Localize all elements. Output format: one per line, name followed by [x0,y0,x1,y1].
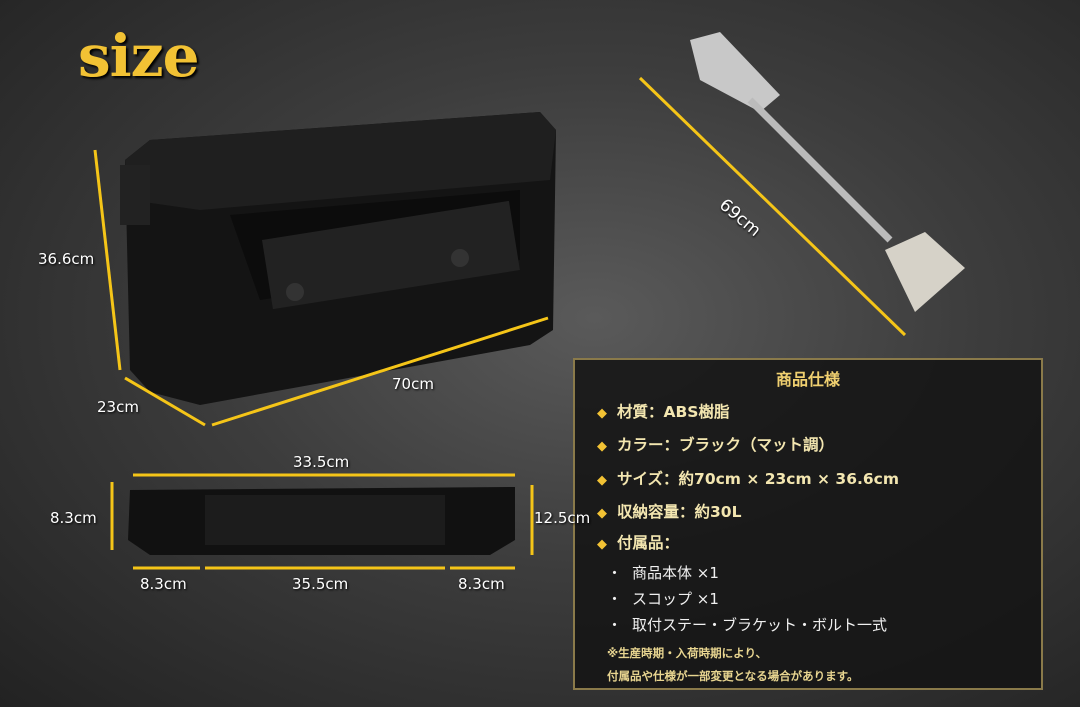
spec-note-line1: ※生産時期・入荷時期により、 [607,646,767,660]
shovel-image [690,32,965,312]
spec-item: ◆収納容量：約30L [597,503,742,521]
accessory-item: ・商品本体 ×1 [607,564,719,582]
dimension-lines [93,76,907,570]
box-height-label: 36.6cm [38,250,95,268]
accessory-item: ・取付ステー・ブラケット・ボルト一式 [607,616,888,634]
tray-right-height-label: 12.5cm [534,509,591,527]
spec-item: ◆カラー：ブラック（マット調） [597,436,835,454]
spec-item: ◆付属品： [597,534,680,552]
tray-bottom-right-label: 8.3cm [458,575,505,593]
accessory-item: ・スコップ ×1 [607,590,719,608]
spec-panel: 商品仕様 ◆材質：ABS樹脂 ◆カラー：ブラック（マット調） ◆サイズ：約70c… [573,358,1043,690]
tray-left-height-label: 8.3cm [50,509,97,527]
size-heading: size [78,22,200,90]
box-width-label: 70cm [392,375,434,393]
tray-image [128,487,515,555]
spec-note-line2: 付属品や仕様が一部変更となる場合があります。 [607,669,859,683]
box-depth-label: 23cm [97,398,139,416]
tray-bottom-left-label: 8.3cm [140,575,187,593]
spec-panel-title: 商品仕様 [775,370,840,389]
storage-box-image [120,112,556,405]
spec-item: ◆サイズ：約70cm × 23cm × 36.6cm [597,470,899,488]
spec-item: ◆材質：ABS樹脂 [597,403,730,421]
tray-bottom-middle-label: 35.5cm [292,575,349,593]
tray-top-width-label: 33.5cm [293,453,350,471]
